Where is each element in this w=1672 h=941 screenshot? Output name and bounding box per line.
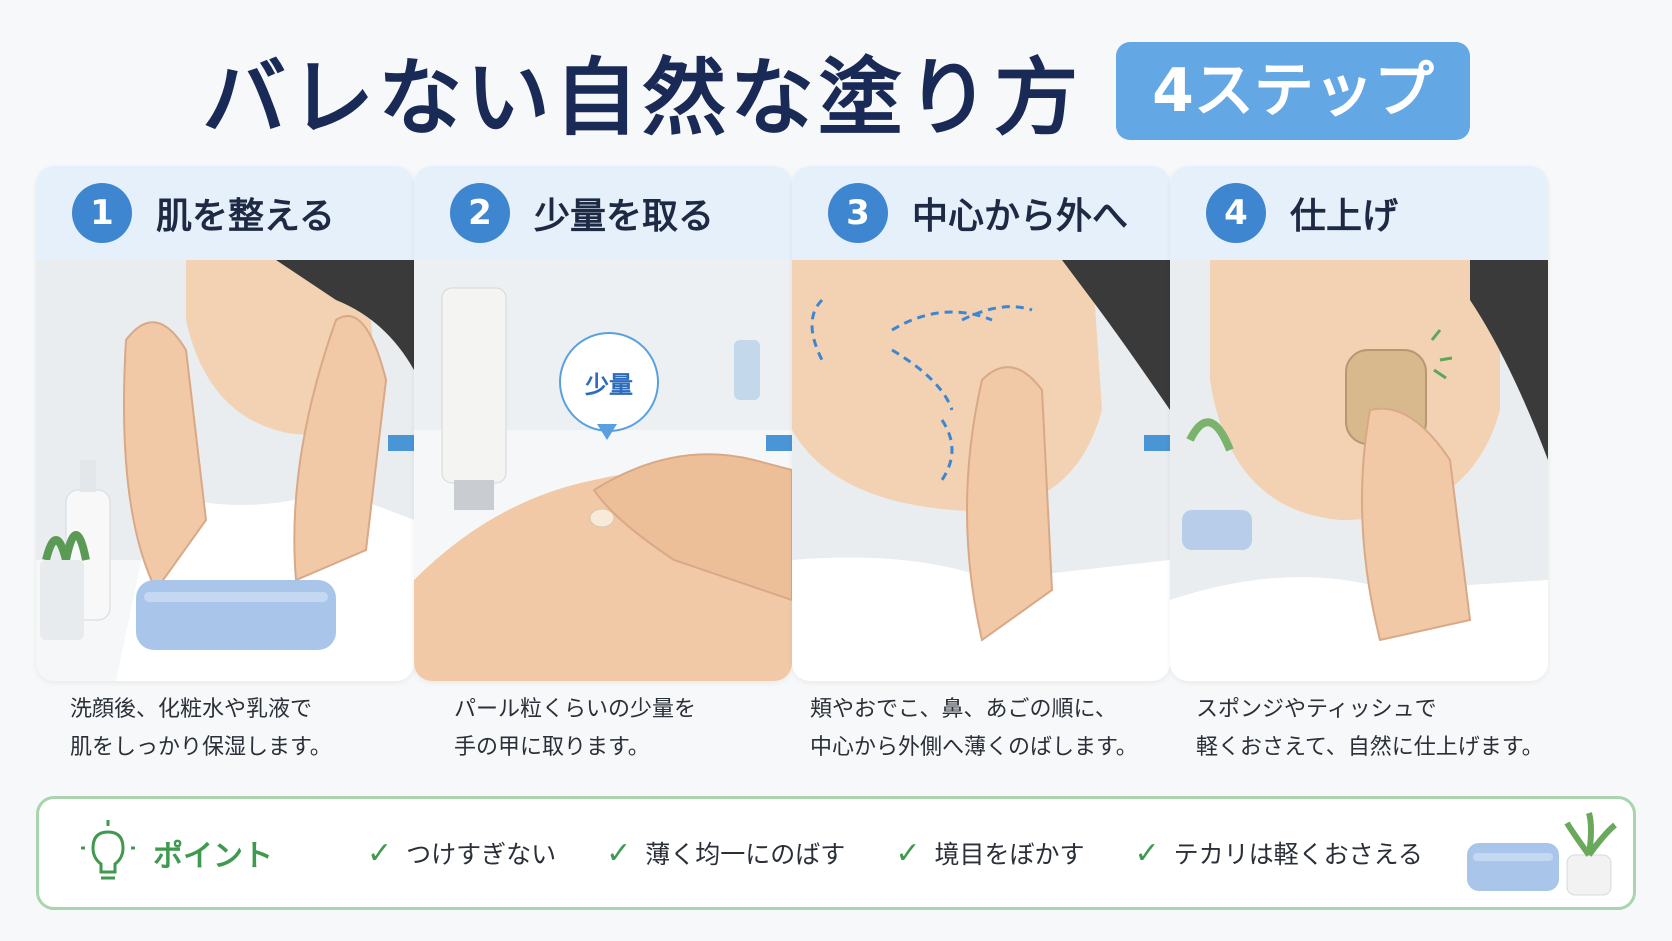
points-heading: ポイント	[81, 820, 331, 886]
check-icon: ✓	[367, 835, 393, 871]
check-icon: ✓	[895, 835, 921, 871]
point-item: ✓ 境目をぼかす	[895, 835, 1084, 871]
points-label: ポイント	[153, 839, 273, 874]
desc-line: 頬やおでこ、鼻、あごの順に、	[810, 697, 1117, 722]
desc-line: 中心から外側へ薄くのばします。	[810, 735, 1138, 760]
step-illustration	[792, 260, 1170, 681]
point-text: 境目をぼかす	[934, 840, 1085, 869]
step-card-4: 4 仕上げ	[1170, 166, 1548, 681]
step-card-1: 1 肌を整える	[36, 166, 414, 681]
step-description: パール粒くらいの少量を 手の甲に取ります。	[454, 691, 844, 767]
check-icon: ✓	[606, 835, 632, 871]
desc-line: 洗顔後、化粧水や乳液で	[70, 697, 313, 722]
step-title: 少量を取る	[534, 196, 715, 237]
steps-badge: 4ステップ	[1116, 42, 1470, 140]
step-number-badge: 4	[1206, 183, 1266, 243]
point-item: ✓ テカリは軽くおさえる	[1134, 835, 1422, 871]
step-number-badge: 1	[72, 183, 132, 243]
desc-line: 軽くおさえて、自然に仕上げます。	[1196, 735, 1544, 760]
step-illustration	[36, 260, 414, 681]
point-item: ✓ 薄く均一にのばす	[606, 835, 845, 871]
check-icon: ✓	[1134, 835, 1160, 871]
step-title: 仕上げ	[1290, 196, 1399, 237]
amount-bubble: 少量	[559, 332, 659, 432]
point-text: 薄く均一にのばす	[645, 840, 846, 869]
step-header: 2 少量を取る	[414, 166, 792, 260]
steps-row: 1 肌を整える 洗顔後、化粧水や乳液で 肌をしっかり保湿します。	[36, 166, 1636, 766]
towel-plant-decoration	[1467, 812, 1617, 896]
step-header: 4 仕上げ	[1170, 166, 1548, 260]
step-description: 洗顔後、化粧水や乳液で 肌をしっかり保湿します。	[70, 691, 460, 767]
desc-line: パール粒くらいの少量を	[454, 697, 697, 722]
point-text: テカリは軽くおさえる	[1173, 840, 1423, 869]
step-illustration	[1170, 260, 1548, 681]
step-title: 肌を整える	[156, 196, 335, 237]
step-description: 頬やおでこ、鼻、あごの順に、 中心から外側へ薄くのばします。	[810, 691, 1200, 767]
desc-line: 手の甲に取ります。	[454, 735, 650, 760]
point-text: つけすぎない	[406, 840, 557, 869]
bubble-tail	[597, 424, 617, 440]
step-illustration: 少量	[414, 260, 792, 681]
header: バレない自然な塗り方 4ステップ	[0, 36, 1672, 147]
step-header: 1 肌を整える	[36, 166, 414, 260]
step-number-badge: 2	[450, 183, 510, 243]
step-card-2: 2 少量を取る 少量	[414, 166, 792, 681]
page-title: バレない自然な塗り方	[202, 48, 1083, 147]
points-panel: ポイント ✓ つけすぎない ✓ 薄く均一にのばす ✓ 境目をぼかす ✓ テカリは…	[36, 796, 1636, 910]
desc-line: 肌をしっかり保湿します。	[70, 735, 332, 760]
step-card-3: 3 中心から外へ	[792, 166, 1170, 681]
step-title: 中心から外へ	[912, 196, 1129, 237]
lightbulb-icon	[81, 820, 135, 880]
step-description: スポンジやティッシュで 軽くおさえて、自然に仕上げます。	[1196, 691, 1586, 767]
step-number-badge: 3	[828, 183, 888, 243]
desc-line: スポンジやティッシュで	[1196, 697, 1437, 722]
step-header: 3 中心から外へ	[792, 166, 1170, 260]
point-item: ✓ つけすぎない	[367, 835, 556, 871]
